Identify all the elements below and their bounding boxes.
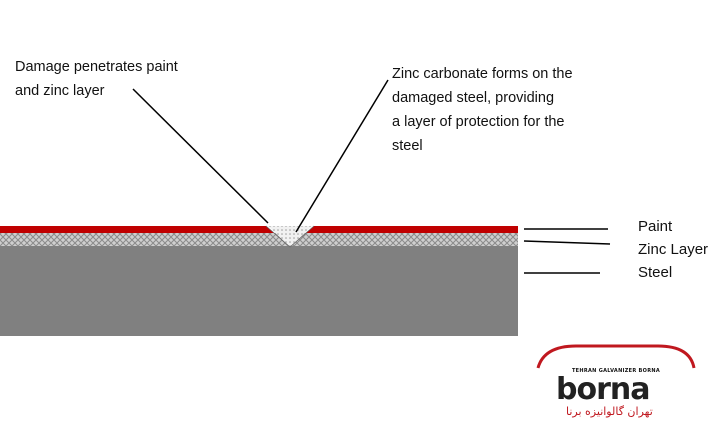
logo-wordmark: borna (556, 372, 650, 407)
zinc-carbonate-leader-line (295, 79, 389, 233)
logo-red-arc (536, 344, 696, 369)
paint-label: Paint (638, 218, 673, 235)
zinc-carbonate-callout-line-4: steel (392, 138, 423, 154)
damage-callout: Damage penetrates paint and zinc layer (15, 55, 255, 103)
logo-tagline: TEHRAN GALVANIZER BORNA (571, 368, 661, 374)
zinc-pointer-line (523, 240, 611, 245)
borna-logo: TEHRAN GALVANIZER BORNA borna تهران گالو… (536, 345, 696, 425)
paint-layer-left (0, 226, 274, 233)
steel-layer (0, 246, 518, 336)
damage-notch-outline (265, 225, 315, 248)
zinc-layer-label: Zinc Layer (638, 241, 709, 258)
zinc-carbonate-callout: Zinc carbonate forms on the damaged stee… (392, 62, 652, 158)
zinc-carbonate-callout-line-2: damaged steel, providing (392, 90, 555, 106)
damage-callout-line-1: Damage penetrates paint (15, 59, 178, 75)
damage-callout-line-2: and zinc layer (15, 83, 105, 99)
logo-farsi-text: تهران گالوانیزه برنا (566, 405, 653, 418)
zinc-layer (0, 233, 518, 246)
zinc-carbonate-callout-line-3: a layer of protection for the (392, 114, 565, 130)
damage-leader-line (132, 88, 269, 224)
steel-label: Steel (638, 264, 673, 281)
zinc-carbonate-notch (268, 226, 312, 247)
zinc-carbonate-callout-line-1: Zinc carbonate forms on the (392, 66, 573, 82)
paint-layer-right (306, 226, 518, 233)
